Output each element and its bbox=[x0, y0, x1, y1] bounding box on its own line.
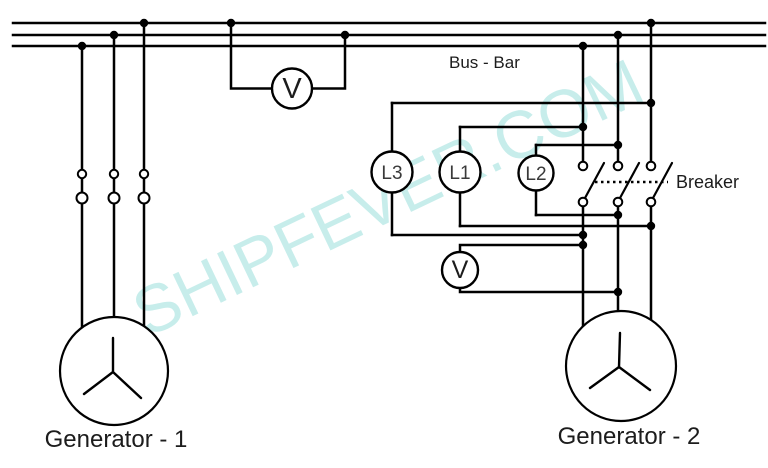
breaker-contact-icon bbox=[577, 160, 589, 172]
gen2-voltmeter-wire bbox=[458, 243, 620, 294]
generator-1-feeder bbox=[75, 21, 151, 329]
breaker-contact-icon bbox=[645, 160, 657, 172]
lamp-l3-label: L3 bbox=[381, 163, 402, 184]
junction-dot bbox=[139, 18, 149, 28]
voltmeter-icon bbox=[440, 250, 480, 290]
generator-2-label: Generator - 2 bbox=[558, 423, 701, 450]
lamp-l1-icon bbox=[438, 150, 482, 194]
junction-dot bbox=[340, 30, 350, 40]
gen1-link-contact-icon bbox=[137, 191, 151, 205]
generator-2: Generator - 2 bbox=[558, 309, 701, 450]
junction-dot bbox=[646, 221, 656, 231]
junction-dot bbox=[646, 98, 656, 108]
gen1-link-contact-icon bbox=[76, 168, 88, 180]
gen1-link-contact-icon bbox=[107, 191, 121, 205]
breaker-label: Breaker bbox=[676, 172, 739, 192]
breaker-blade-1 bbox=[583, 161, 606, 200]
generator-2-voltmeter: V bbox=[440, 243, 620, 294]
junction-dot bbox=[613, 30, 623, 40]
gen1-link-contact-icon bbox=[75, 191, 89, 205]
bus-bar bbox=[11, 21, 767, 48]
junction-dot bbox=[578, 41, 588, 51]
junction-dot bbox=[646, 18, 656, 28]
bus-bar-label: Bus - Bar bbox=[449, 53, 520, 72]
generator-1-label: Generator - 1 bbox=[45, 426, 188, 453]
breaker-blade-2 bbox=[618, 161, 641, 200]
junction-dot bbox=[226, 18, 236, 28]
bus-voltmeter: V bbox=[229, 21, 347, 110]
breaker-contact-icon bbox=[577, 196, 589, 208]
breaker-contact-icon bbox=[645, 196, 657, 208]
junction-dot bbox=[613, 287, 623, 297]
lamp-l3-icon bbox=[370, 150, 414, 194]
voltmeter-symbol: V bbox=[282, 73, 302, 105]
watermark-text: SHIPFEVER.COM bbox=[122, 45, 655, 351]
generator-2-symbol bbox=[564, 309, 678, 423]
lamp-l2-label: L2 bbox=[525, 164, 546, 185]
wye-winding-icon bbox=[82, 336, 143, 400]
junction-dot bbox=[613, 140, 623, 150]
junction-dot bbox=[77, 41, 87, 51]
wye-winding-icon bbox=[588, 331, 652, 392]
junction-dots bbox=[77, 18, 656, 297]
voltmeter-icon bbox=[270, 67, 314, 110]
junction-dot bbox=[109, 30, 119, 40]
junction-dot bbox=[613, 210, 623, 220]
gen1-link-contact-icon bbox=[138, 168, 150, 180]
sync-lamps: L3 L1 L2 bbox=[370, 101, 653, 237]
lamp-l2-icon bbox=[517, 154, 555, 192]
breaker-contact-icon bbox=[612, 196, 624, 208]
generator-1: Generator - 1 bbox=[45, 315, 188, 453]
breaker-blade-3 bbox=[651, 161, 674, 200]
junction-dot bbox=[578, 230, 588, 240]
junction-dot bbox=[578, 122, 588, 132]
gen1-link-contact-icon bbox=[108, 168, 120, 180]
breaker-contact-icon bbox=[612, 160, 624, 172]
voltmeter-symbol: V bbox=[452, 256, 469, 284]
lamp-l1-label: L1 bbox=[449, 163, 470, 184]
junction-dot bbox=[578, 240, 588, 250]
